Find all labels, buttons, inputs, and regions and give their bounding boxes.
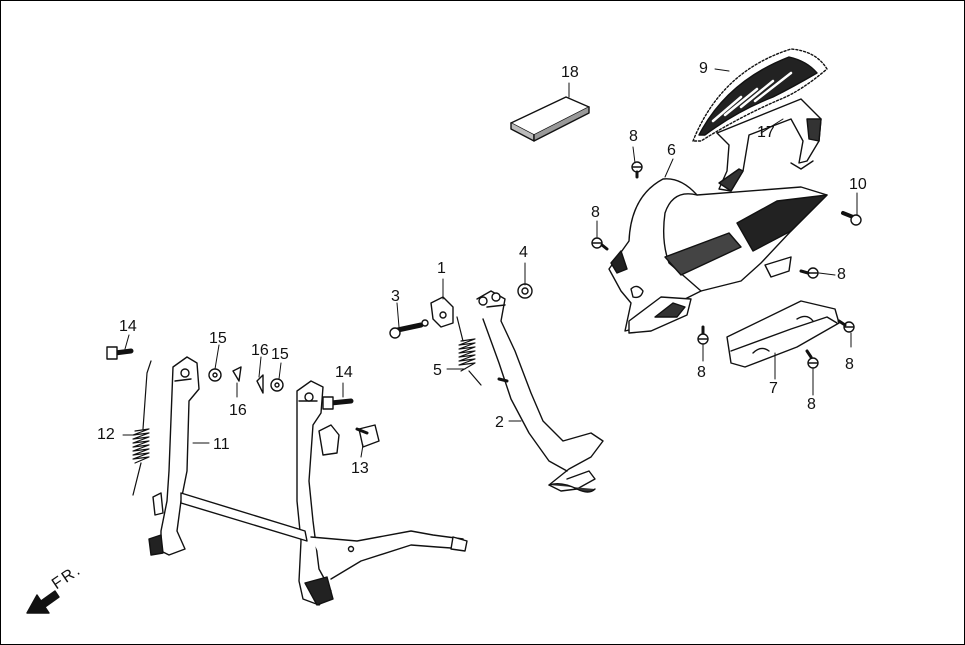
- part-2-side-stand: [476, 290, 604, 493]
- callout-8f: 8: [807, 396, 816, 413]
- part-11-main-stand: [148, 356, 468, 606]
- callout-8b: 8: [591, 204, 600, 221]
- callout-12: 12: [97, 426, 115, 443]
- part-17-bracket: [716, 98, 822, 192]
- part-1-plate: [430, 296, 454, 328]
- callout-5: 5: [433, 362, 442, 379]
- bolt-group-rear: [591, 161, 862, 369]
- part-5-spring: [456, 316, 482, 386]
- part-14-bolts: [106, 346, 354, 410]
- leader-lines: [122, 68, 858, 458]
- callout-15b: 15: [271, 346, 289, 363]
- part-18-pad: [510, 96, 590, 142]
- callout-6: 6: [667, 142, 676, 159]
- part-16-pins: [232, 366, 264, 394]
- callout-11: 11: [213, 436, 230, 453]
- front-arrow-icon: [26, 590, 60, 614]
- callout-3: 3: [391, 288, 400, 305]
- callout-14a: 14: [119, 318, 137, 335]
- part-15-washers: [208, 368, 284, 392]
- callout-10: 10: [849, 176, 867, 193]
- part-9-top-cover: [692, 48, 828, 142]
- callout-8a: 8: [629, 128, 638, 145]
- callout-14b: 14: [335, 364, 353, 381]
- part-3-pin: [389, 319, 429, 339]
- callout-16a: 16: [251, 342, 269, 359]
- callout-9: 9: [699, 60, 708, 77]
- callout-4: 4: [519, 244, 528, 261]
- callout-7: 7: [769, 380, 778, 397]
- callout-13: 13: [351, 460, 369, 477]
- callout-2: 2: [495, 414, 504, 431]
- callout-1: 1: [437, 260, 446, 277]
- callout-17: 17: [757, 124, 775, 141]
- part-7-guard: [726, 300, 840, 368]
- callout-8d: 8: [845, 356, 854, 373]
- callout-16b: 16: [229, 402, 247, 419]
- part-6-fender: [608, 178, 828, 334]
- callout-8e: 8: [697, 364, 706, 381]
- callout-18: 18: [561, 64, 579, 81]
- part-12-spring: [132, 360, 152, 496]
- callout-15a: 15: [209, 330, 227, 347]
- callout-8c: 8: [837, 266, 846, 283]
- part-13-clip: [355, 424, 380, 448]
- part-4-nut: [517, 283, 533, 299]
